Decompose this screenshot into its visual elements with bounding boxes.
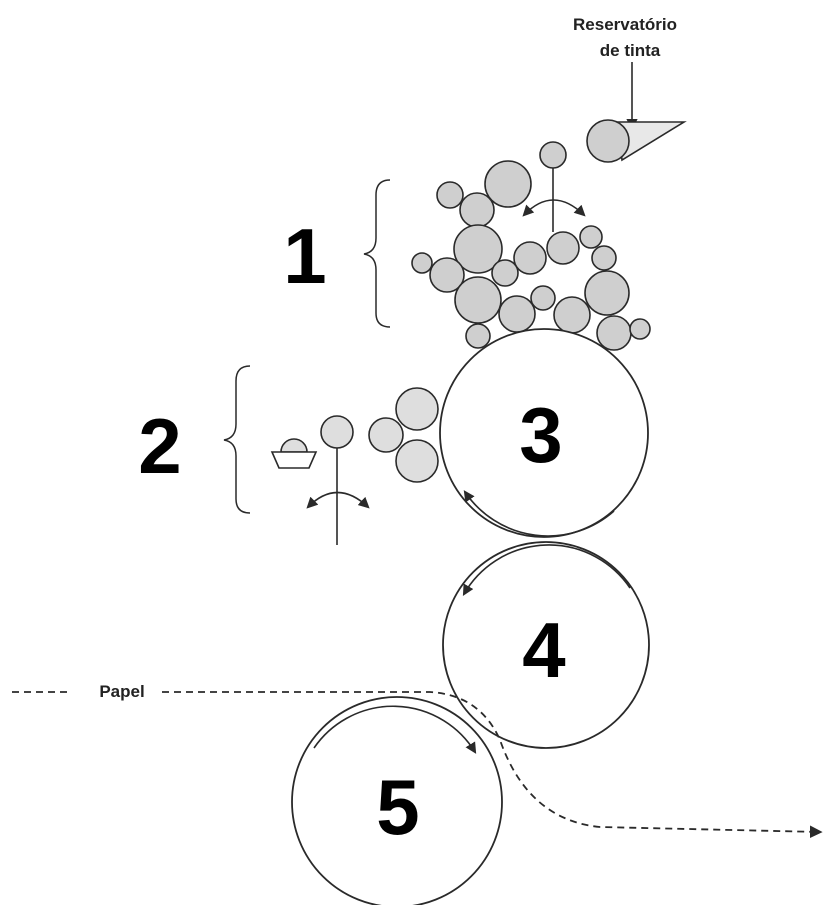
blanket-cylinder-rotation-arrow <box>462 544 631 596</box>
dampening-unit-brace <box>223 365 251 514</box>
paper-path <box>162 691 823 839</box>
blanket-cylinder-number: 4 <box>522 606 565 694</box>
inking-oscillation-arrow <box>522 168 586 232</box>
ink-reservoir <box>586 119 687 163</box>
paper-label: Papel <box>99 682 144 701</box>
inking-unit-brace <box>363 179 391 328</box>
impression-cylinder <box>291 696 503 905</box>
dampening-unit-number: 2 <box>138 402 181 490</box>
blanket-cylinder <box>442 541 650 749</box>
dampening-rollers <box>320 387 439 483</box>
plate-cylinder-number: 3 <box>519 391 562 479</box>
impression-cylinder-number: 5 <box>376 763 419 851</box>
water-fountain <box>270 438 318 469</box>
inking-rollers <box>411 141 651 351</box>
dampening-oscillation-arrow <box>306 448 370 545</box>
ink-reservoir-label-line1: Reservatório <box>573 15 677 34</box>
ink-reservoir-label-line2: de tinta <box>600 41 661 60</box>
impression-cylinder-rotation-arrow <box>313 705 477 754</box>
inking-unit-number: 1 <box>283 212 326 300</box>
plate-cylinder-rotation-arrow <box>463 490 615 537</box>
plate-cylinder <box>439 328 649 538</box>
